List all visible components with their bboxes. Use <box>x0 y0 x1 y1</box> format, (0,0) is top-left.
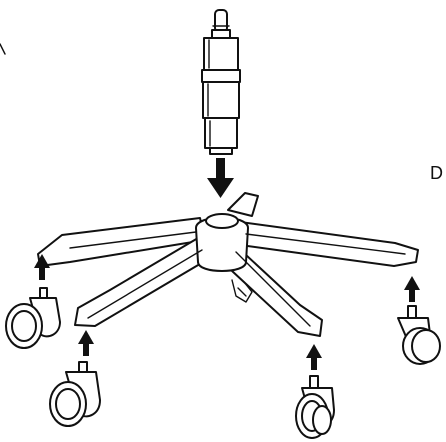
caster-wheel <box>49 361 101 427</box>
gas-lift-cylinder <box>201 9 241 155</box>
arrow-up-icon <box>78 330 94 356</box>
caster-wheel <box>397 305 441 365</box>
five-star-base <box>37 192 419 337</box>
arrow-up-icon <box>404 276 420 302</box>
arrow-down-icon <box>207 158 234 198</box>
caster-wheel <box>5 287 61 349</box>
edge-mark <box>0 43 6 55</box>
arrow-up-icon <box>306 344 322 370</box>
arrow-up-icon <box>34 254 50 280</box>
caster-wheel <box>295 375 335 439</box>
step-label: D <box>430 163 443 183</box>
